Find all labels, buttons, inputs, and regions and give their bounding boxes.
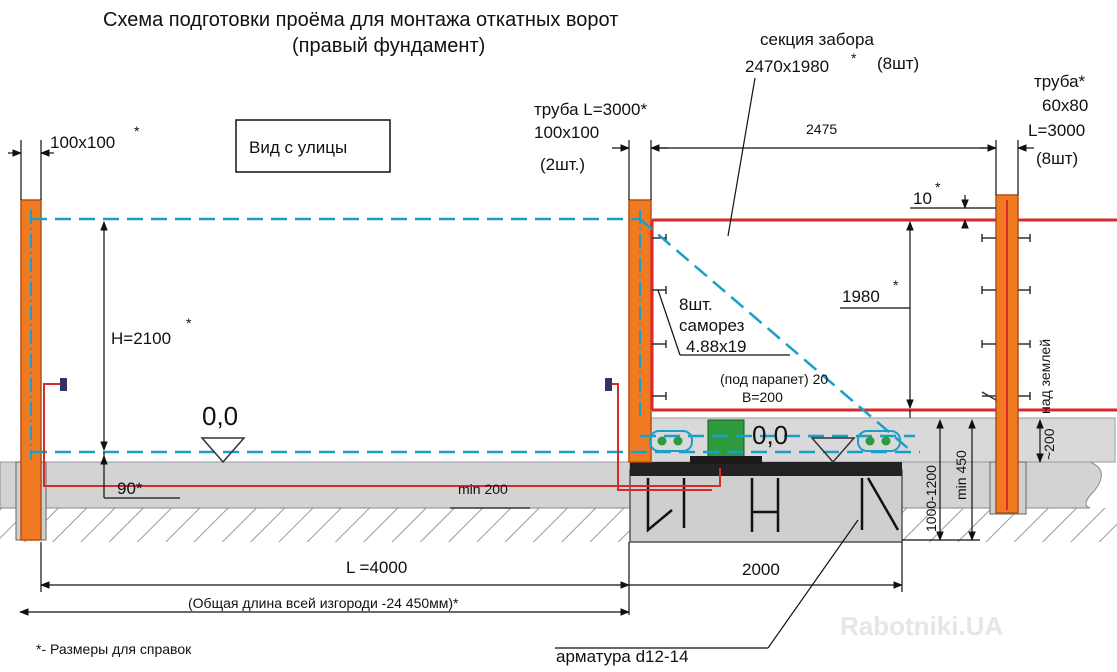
section-l3: (8шт) <box>877 54 919 73</box>
dim-1980-star: * <box>893 277 899 293</box>
level-marker-left <box>200 437 246 464</box>
parapet-label: (под парапет) 20 <box>720 371 828 387</box>
pipe-right-l3: L=3000 <box>1028 121 1085 140</box>
gate-outline <box>31 217 920 454</box>
post-left-star: * <box>134 123 140 139</box>
total-length: (Общая длина всей изгороди -24 450мм)* <box>188 595 459 611</box>
pipe-center-l2: 100x100 <box>534 123 599 142</box>
left-post <box>20 199 42 541</box>
title-line2: (правый фундамент) <box>292 35 485 57</box>
watermark: Rabotniki.UA <box>840 611 1003 641</box>
section-star: * <box>851 50 857 66</box>
channel-beam <box>630 462 902 476</box>
dim-200: ~200 <box>1041 428 1057 460</box>
h2100-star: * <box>186 315 192 331</box>
gate-rollers <box>649 430 901 452</box>
dim-90: 90* <box>117 479 143 498</box>
pipe-center-l1: труба L=3000* <box>534 100 647 119</box>
post-left-size: 100x100 <box>50 133 115 152</box>
level-marker-right <box>810 437 856 464</box>
view-label-box <box>235 119 391 173</box>
b200-label: B=200 <box>742 389 783 405</box>
section-l2: 2470x1980 <box>745 57 829 76</box>
above-ground-label: над землей <box>1037 339 1053 414</box>
title-line1: Схема подготовки проёма для монтажа отка… <box>103 9 618 31</box>
cable-end-left <box>60 378 67 391</box>
pipe-right-l4: (8шт) <box>1036 149 1078 168</box>
dim-2000: 2000 <box>742 560 780 579</box>
dimension-lines <box>8 77 1044 649</box>
level-right: 0,0 <box>752 420 788 450</box>
pipe-right-l2: 60x80 <box>1042 96 1088 115</box>
soil-hatch-left <box>0 508 630 542</box>
h2100-label: H=2100 <box>111 329 171 348</box>
footnote: *- Размеры для справок <box>36 641 192 657</box>
dim-1980: 1980 <box>842 287 880 306</box>
dim-10: 10 <box>913 189 932 208</box>
screws-l3: 4.88x19 <box>686 337 747 356</box>
foundation-block <box>629 469 903 543</box>
dim-min450: min 450 <box>953 450 969 500</box>
pipe-center-l3: (2шт.) <box>540 155 585 174</box>
screws-l2: саморез <box>679 316 745 335</box>
level-left: 0,0 <box>202 401 238 431</box>
rebar-cage <box>646 477 900 533</box>
screws-l1: 8шт. <box>679 295 713 314</box>
cable-runs <box>43 383 721 491</box>
dim-2475: 2475 <box>806 121 837 137</box>
screw-marks-right <box>981 234 1031 401</box>
carriage-plate <box>690 456 762 464</box>
rebar-label: арматура d12-14 <box>556 647 689 666</box>
min200-label: min 200 <box>458 481 508 497</box>
screw-marks-left <box>652 234 667 400</box>
cable-end-right <box>605 378 612 391</box>
dim-1000-1200: 1000-1200 <box>923 465 939 532</box>
pipe-right-l1: труба* <box>1034 72 1086 91</box>
view-label: Вид с улицы <box>249 138 347 157</box>
section-l1: секция забора <box>760 30 874 49</box>
l4000-label: L =4000 <box>346 558 407 577</box>
dim-10-star: * <box>935 179 941 195</box>
